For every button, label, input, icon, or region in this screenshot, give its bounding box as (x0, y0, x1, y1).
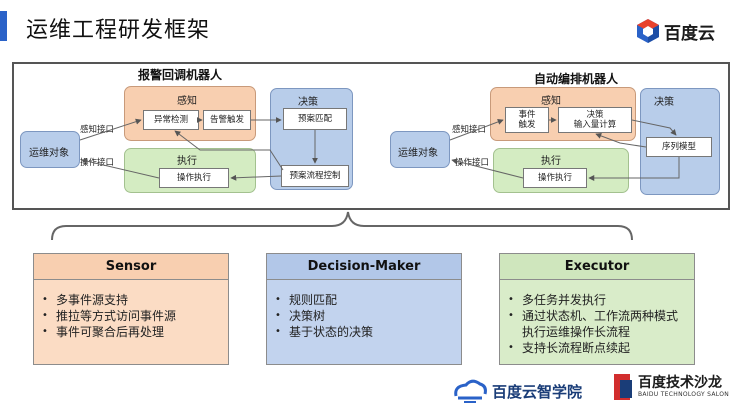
left-decide-label: 决策 (298, 97, 318, 108)
grouping-brace (51, 211, 633, 241)
baidu-cloud-logo: 百度云 (636, 17, 715, 45)
tech-salon-text: 百度技术沙龙 (638, 375, 722, 391)
left-exec-label: 执行 (177, 156, 197, 167)
right-seq-feedback-arrow (595, 133, 647, 148)
sensor-item: •推拉等方式访问事件源 (42, 309, 177, 323)
left-sense-arrow (79, 118, 142, 141)
decision-item: •规则匹配 (275, 293, 338, 307)
sensor-item: •多事件源支持 (42, 293, 129, 307)
right-robot-title: 自动编排机器人 (534, 72, 619, 86)
right-sense-interface-label: 感知接口 (452, 125, 487, 135)
sensor-item: •事件可聚合后再处理 (42, 325, 165, 339)
left-ops-object-label: 运维对象 (29, 148, 69, 159)
left-robot-title: 报警回调机器人 (138, 68, 223, 82)
right-event-trigger: 事件 触发 (505, 107, 549, 133)
right-exec-arrow (451, 158, 524, 179)
executor-panel: Executor •多任务并发执行 •通过状态机、工作流两种模式执行运维操作长流… (499, 253, 695, 365)
decision-item: •基于状态的决策 (275, 325, 374, 339)
right-input-calc: 决策 输入量计算 (558, 107, 632, 133)
cloud-academy-icon (454, 379, 487, 403)
baidu-cloud-logo-icon (637, 19, 659, 43)
right-ops-object (390, 131, 450, 168)
left-sense-label: 感知 (177, 96, 197, 107)
right-decide-label: 决策 (654, 97, 674, 108)
cloud-academy-text: 百度云智学院 (492, 382, 583, 401)
decision-maker-panel-title: Decision-Maker (267, 254, 461, 280)
right-exec-label: 执行 (541, 156, 561, 167)
executor-item: •多任务并发执行 (508, 293, 607, 307)
right-ops-object-label: 运维对象 (398, 148, 438, 159)
executor-panel-title: Executor (500, 254, 694, 280)
decision-maker-panel: Decision-Maker •规则匹配 •决策树 •基于状态的决策 (266, 253, 462, 365)
left-operation-exec: 操作执行 (159, 168, 229, 188)
right-input-to-seq-arrow (631, 119, 677, 136)
right-seq-to-exec-arrow (588, 157, 680, 181)
left-flow-feedback-arrow (174, 130, 284, 171)
left-alarm-trigger: 告警触发 (203, 110, 251, 130)
left-flow-to-exec-arrow (230, 174, 282, 181)
tech-salon-icon (614, 374, 632, 400)
sensor-panel-title: Sensor (34, 254, 228, 280)
left-ops-object (20, 131, 80, 168)
left-plan-flow-control: 预案流程控制 (281, 165, 349, 187)
right-sequence-model: 序列模型 (646, 137, 712, 157)
left-plan-match: 预案匹配 (283, 108, 347, 130)
brand-name: 百度云 (664, 23, 715, 44)
page-title: 运维工程研发框架 (26, 18, 211, 43)
tech-salon-subtext: BAIDU TECHNOLOGY SALON (638, 391, 730, 398)
right-sense-label: 感知 (541, 96, 561, 107)
right-operation-exec: 操作执行 (523, 168, 587, 188)
executor-item: •通过状态机、工作流两种模式执行运维操作长流程 (508, 309, 679, 339)
right-exec-interface-label: 操作接口 (455, 158, 490, 168)
left-sense-interface-label: 感知接口 (80, 125, 115, 135)
executor-item: •支持长流程断点续起 (508, 341, 631, 355)
left-exec-arrow (81, 158, 160, 179)
title-accent-bar (0, 11, 7, 41)
sensor-panel: Sensor •多事件源支持 •推拉等方式访问事件源 •事件可聚合后再处理 (33, 253, 229, 365)
decision-item: •决策树 (275, 309, 326, 323)
baidu-cloud-academy-logo: 百度云智学院 (452, 378, 582, 404)
right-sense-arrow (449, 119, 504, 141)
baidu-tech-salon-logo: 百度技术沙龙 BAIDU TECHNOLOGY SALON (612, 372, 729, 402)
